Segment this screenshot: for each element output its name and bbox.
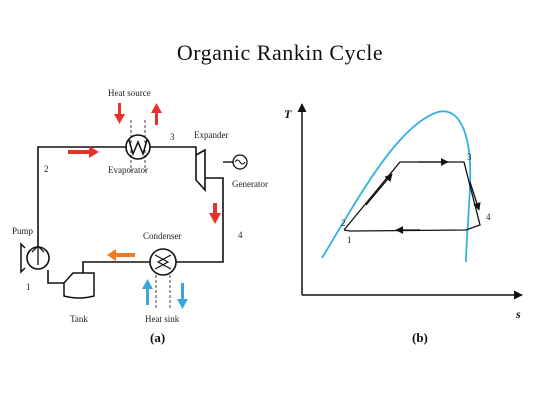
heat-in-arrow [114,103,125,124]
figure-title: Organic Rankin Cycle [176,40,384,65]
pipe-evaporator-to-expander [150,146,197,155]
generator [232,154,248,170]
evaporator [125,134,151,160]
heat-out-arrow [151,103,162,125]
state-2-label: 2 [44,164,49,174]
tank-label: Tank [70,314,88,324]
cycle-arrow-expansion [469,181,481,211]
schematic-panel: Heat source Evaporator Expander Generato… [12,88,268,345]
expander [195,148,206,193]
coolant-out-arrow [177,283,188,309]
condenser [149,248,177,276]
heat-sink-label: Heat sink [145,314,180,324]
ts-state-2-label: 2 [341,218,346,228]
ts-state-1-label: 1 [347,235,352,245]
condenser-label: Condenser [143,231,182,241]
flow-arrow-to-tank [107,249,135,261]
entropy-axis-label: s [515,307,521,321]
ts-state-4-label: 4 [486,212,491,222]
pump-label: Pump [12,226,34,236]
flow-arrow-to-evaporator [68,146,99,158]
state-4-label: 4 [238,230,243,240]
expander-label: Expander [194,130,228,140]
evaporator-label: Evaporator [108,165,148,175]
state-1-label: 1 [26,282,31,292]
generator-label: Generator [232,179,268,189]
cycle-path [343,161,481,232]
panel-b-caption: (b) [412,330,428,345]
temperature-axis-label: T [284,107,292,121]
heat-source-label: Heat source [108,88,151,98]
pipe-tank-to-pump [47,270,64,284]
coolant-in-arrow [142,279,153,305]
cycle-arrow-heating [365,173,393,206]
ts-state-3-label: 3 [467,152,472,162]
flow-arrow-to-condenser [209,203,221,224]
pipe-condenser-to-tank [82,261,150,273]
pump [20,242,50,274]
pipe-pump-to-evaporator [37,146,126,247]
saturation-dome [321,110,472,263]
state-3-label: 3 [170,132,175,142]
ts-diagram-panel: T s 2 1 3 4 (b) [284,103,523,345]
panel-a-caption: (a) [150,330,165,345]
pipe-expander-to-condenser [176,177,224,263]
tank [63,272,95,299]
